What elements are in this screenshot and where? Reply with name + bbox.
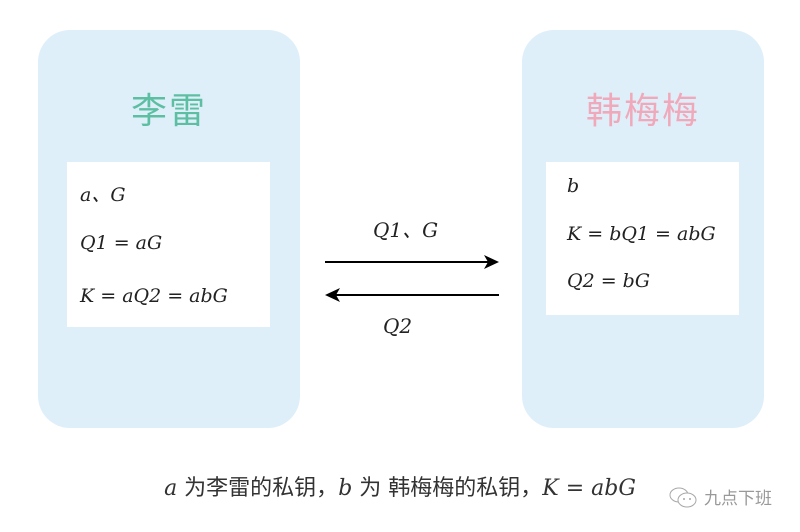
formula-line: Q1 = aG	[80, 232, 163, 254]
watermark: 九点下班	[668, 484, 772, 509]
caption-k: K = abG	[542, 476, 636, 501]
han-meimei-panel: 韩梅梅 b K = bQ1 = abG Q2 = bG	[522, 30, 764, 428]
arrow-left-label: Q2	[383, 314, 413, 338]
han-meimei-title: 韩梅梅	[585, 91, 700, 132]
caption-b: b	[338, 476, 353, 501]
arrow-left-icon	[325, 288, 499, 302]
caption-text: 为李雷的私钥，	[177, 476, 339, 501]
arrow-right-icon	[325, 255, 499, 269]
wechat-icon	[669, 487, 697, 507]
li-lei-formula-box: a、G Q1 = aG K = aQ2 = abG	[67, 162, 270, 327]
arrow-right-label: Q1、G	[373, 218, 439, 242]
formula-line: a、G	[80, 184, 126, 206]
caption-text: 为 韩梅梅的私钥，	[352, 476, 543, 501]
formula-line: Q2 = bG	[567, 270, 651, 292]
li-lei-title: 李雷	[130, 91, 207, 132]
han-meimei-formula-box: b K = bQ1 = abG Q2 = bG	[546, 162, 739, 315]
caption-a: a	[164, 476, 178, 501]
formula-line: K = bQ1 = abG	[567, 223, 716, 245]
formula-line: K = aQ2 = abG	[80, 285, 228, 307]
watermark-text: 九点下班	[704, 489, 772, 509]
formula-line: b	[567, 175, 580, 197]
exchange-arrows	[325, 255, 499, 302]
li-lei-panel: 李雷 a、G Q1 = aG K = aQ2 = abG	[38, 30, 300, 428]
caption: a 为李雷的私钥，b 为 韩梅梅的私钥，K = abG	[0, 470, 800, 502]
